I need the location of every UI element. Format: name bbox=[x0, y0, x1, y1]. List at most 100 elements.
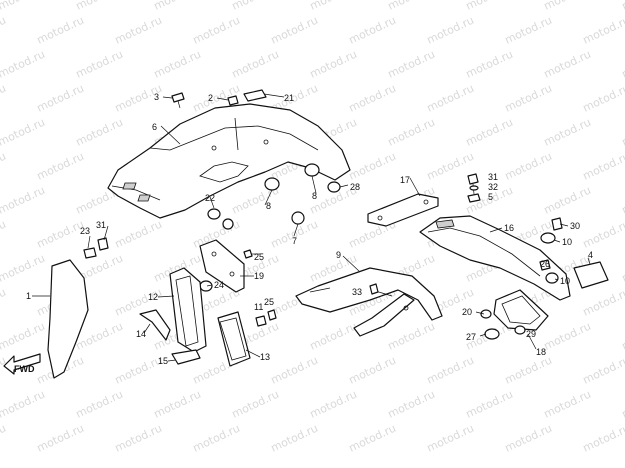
callout-14: 14 bbox=[136, 329, 146, 339]
reflector-part-4 bbox=[573, 261, 609, 289]
callout-21: 21 bbox=[284, 93, 294, 103]
bolt-part-3 bbox=[171, 92, 185, 109]
watermark-text: motod.ru bbox=[620, 48, 625, 81]
watermark-text: motod.ru bbox=[464, 0, 515, 13]
callout-30: 30 bbox=[570, 221, 580, 231]
rear-fender-part bbox=[107, 103, 351, 219]
forward-direction-arrow bbox=[3, 353, 41, 375]
watermark-text: motod.ru bbox=[620, 388, 625, 421]
watermark-text: motod.ru bbox=[308, 388, 359, 421]
watermark-text: motod.ru bbox=[74, 388, 125, 421]
bolt-part-31-left bbox=[97, 237, 109, 251]
watermark-text: motod.ru bbox=[0, 354, 8, 387]
watermark-text: motod.ru bbox=[230, 0, 281, 13]
bolt-part-30 bbox=[551, 217, 563, 231]
watermark-text: motod.ru bbox=[464, 388, 515, 421]
grommet-part-10 bbox=[540, 232, 559, 284]
watermark-text: motod.ru bbox=[230, 48, 281, 81]
watermark-text: motod.ru bbox=[0, 388, 47, 421]
bolt-part-33 bbox=[369, 283, 393, 297]
bolt-part-25-lower bbox=[267, 309, 277, 321]
nut-part-5 bbox=[467, 193, 481, 203]
watermark-text: motod.ru bbox=[581, 14, 625, 47]
watermark-text: motod.ru bbox=[152, 388, 203, 421]
watermark-text: motod.ru bbox=[503, 354, 554, 387]
grommet-part-8 bbox=[264, 163, 320, 225]
watermark-text: motod.ru bbox=[35, 218, 86, 251]
collar-part-29 bbox=[514, 325, 526, 335]
nut-part-2 bbox=[227, 95, 239, 106]
watermark-text: motod.ru bbox=[581, 218, 625, 251]
frame-bar-part-9 bbox=[295, 267, 443, 337]
watermark-text: motod.ru bbox=[581, 150, 625, 183]
watermark-text: motod.ru bbox=[581, 286, 625, 319]
watermark-text: motod.ru bbox=[542, 48, 593, 81]
watermark-text: motod.ru bbox=[503, 14, 554, 47]
grommet-part-24 bbox=[199, 280, 213, 292]
watermark-text: motod.ru bbox=[620, 252, 625, 285]
callout-20: 20 bbox=[462, 307, 472, 317]
watermark-text: motod.ru bbox=[386, 320, 437, 353]
watermark-text: motod.ru bbox=[152, 0, 203, 13]
watermark-text: motod.ru bbox=[230, 388, 281, 421]
watermark-text: motod.ru bbox=[542, 320, 593, 353]
callout-18: 18 bbox=[536, 347, 546, 357]
light-bracket-part-16 bbox=[419, 215, 571, 301]
callout-10-upper: 10 bbox=[562, 237, 572, 247]
callout-33: 33 bbox=[352, 287, 362, 297]
watermark-text: motod.ru bbox=[464, 116, 515, 149]
bolt-part-23 bbox=[83, 247, 97, 259]
watermark-text: motod.ru bbox=[113, 14, 164, 47]
watermark-text: motod.ru bbox=[269, 422, 320, 455]
watermark-text: motod.ru bbox=[308, 0, 359, 13]
watermark-text: motod.ru bbox=[0, 0, 47, 13]
strap-part-14 bbox=[139, 309, 171, 341]
callout-7: 7 bbox=[292, 236, 297, 246]
callout-26: 26 bbox=[540, 259, 550, 269]
callout-4: 4 bbox=[588, 250, 593, 260]
watermark-text: motod.ru bbox=[425, 422, 476, 455]
bolt-part-25-upper bbox=[243, 249, 253, 259]
callout-1: 1 bbox=[26, 291, 31, 301]
watermark-text: motod.ru bbox=[503, 150, 554, 183]
watermark-text: motod.ru bbox=[386, 0, 437, 13]
watermark-text: motod.ru bbox=[503, 422, 554, 455]
fwd-label: FWD bbox=[14, 364, 35, 374]
callout-3: 3 bbox=[154, 92, 159, 102]
watermark-text: motod.ru bbox=[347, 14, 398, 47]
watermark-text: motod.ru bbox=[620, 116, 625, 149]
callout-8-right: 8 bbox=[312, 191, 317, 201]
watermark-text: motod.ru bbox=[425, 354, 476, 387]
grommet-part-28 bbox=[327, 181, 341, 193]
callout-15: 15 bbox=[158, 356, 168, 366]
collar-part-27 bbox=[484, 328, 500, 340]
callout-2: 2 bbox=[208, 93, 213, 103]
watermark-text: motod.ru bbox=[0, 320, 47, 353]
callout-16: 16 bbox=[504, 223, 514, 233]
watermark-text: motod.ru bbox=[0, 150, 8, 183]
watermark-text: motod.ru bbox=[308, 48, 359, 81]
mudflap-part-1 bbox=[32, 259, 89, 379]
bolt-part-31-right bbox=[467, 173, 479, 195]
stay-part-17 bbox=[367, 193, 439, 227]
watermark-text: motod.ru bbox=[152, 48, 203, 81]
watermark-text: motod.ru bbox=[581, 82, 625, 115]
watermark-text: motod.ru bbox=[0, 116, 47, 149]
watermark-text: motod.ru bbox=[0, 82, 8, 115]
callout-32: 32 bbox=[488, 182, 498, 192]
taillight-plate-part-18 bbox=[493, 289, 549, 331]
callout-27: 27 bbox=[466, 332, 476, 342]
watermark-text: motod.ru bbox=[542, 116, 593, 149]
watermark-text: motod.ru bbox=[0, 14, 8, 47]
watermark-text: motod.ru bbox=[191, 14, 242, 47]
callout-10-lower: 10 bbox=[560, 276, 570, 286]
callout-25-lower: 25 bbox=[264, 297, 274, 307]
watermark-text: motod.ru bbox=[542, 388, 593, 421]
seal-part-21 bbox=[243, 89, 267, 102]
callout-labels: 6 3 2 21 8 8 7 28 22 9 17 31 32 5 16 30 … bbox=[14, 92, 593, 374]
callout-24: 24 bbox=[214, 280, 224, 290]
watermark-text: motod.ru bbox=[35, 422, 86, 455]
callout-28: 28 bbox=[350, 182, 360, 192]
